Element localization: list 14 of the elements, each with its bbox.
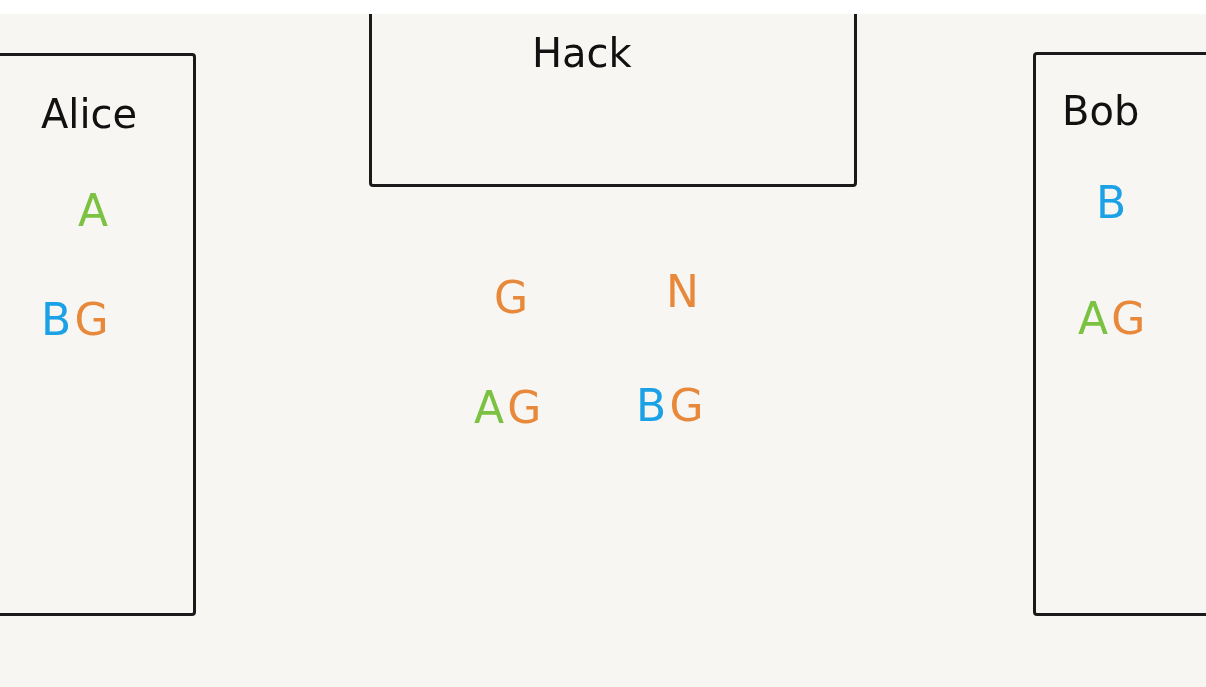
party-name: Alice xyxy=(41,94,138,134)
key-symbol: BG xyxy=(636,384,708,428)
party-name: Bob xyxy=(1062,91,1140,131)
key-symbol: G xyxy=(494,276,533,320)
party-name: Hack xyxy=(532,33,632,73)
key-symbol: N xyxy=(666,270,703,314)
key-symbol: AG xyxy=(1078,297,1150,341)
key-symbol: AG xyxy=(474,386,546,430)
party-box xyxy=(0,53,196,616)
key-symbol: B xyxy=(1096,181,1131,225)
party-box xyxy=(1033,52,1206,616)
key-symbol: BG xyxy=(41,298,113,342)
party-box xyxy=(369,14,857,187)
key-symbol: A xyxy=(78,189,113,233)
